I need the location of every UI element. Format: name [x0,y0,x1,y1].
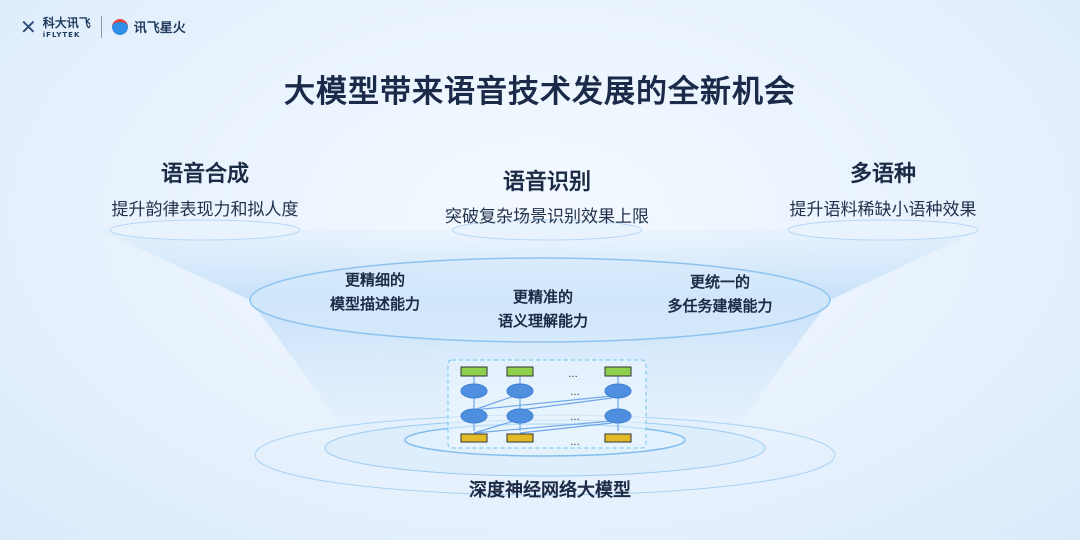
input-node [604,433,632,443]
capability-modeling: 更精细的 模型描述能力 [285,268,465,316]
capability-line1: 更统一的 [689,273,750,291]
output-node [460,366,488,377]
iflytek-logo-icon: ✕ [20,14,37,39]
hidden-node [506,383,534,399]
page-title: 大模型带来语音技术发展的全新机会 [284,74,796,110]
item-heading-tts: 语音合成 [160,162,249,187]
capability-semantic: 更精准的 语义理解能力 [453,285,633,333]
diagram-caption: 深度神经网络大模型 [469,480,631,501]
capability-multitask: 更统一的 多任务建模能力 [630,270,810,318]
ellipsis: ... [570,387,580,398]
item-heading-asr: 语音识别 [502,170,591,195]
output-node [604,366,632,377]
hidden-node [604,383,632,399]
item-subtitle-multilingual: 提升语料稀缺小语种效果 [789,200,977,220]
capability-line2: 语义理解能力 [497,312,588,330]
input-node [460,433,488,443]
hidden-nodes [460,383,632,424]
item-heading-multilingual: 多语种 [849,162,916,187]
ellipsis: ... [570,412,580,423]
hidden-node [604,408,632,424]
hidden-node [460,408,488,424]
product-name: 讯飞星火 [133,21,186,36]
capability-line2: 多任务建模能力 [667,297,773,315]
item-subtitle-asr: 突破复杂场景识别效果上限 [445,207,649,227]
input-node [506,433,534,443]
capability-line1: 更精细的 [344,271,405,289]
ellipsis: ... [568,369,578,380]
logo-divider [100,15,102,38]
hidden-node [460,383,488,399]
capability-line2: 模型描述能力 [329,295,420,313]
ellipsis: ... [570,437,580,448]
item-subtitle-tts: 提升韵律表现力和拟人度 [111,200,299,220]
output-node [506,366,534,377]
hidden-node [506,408,534,424]
spark-logo-icon [111,18,128,35]
capability-line1: 更精准的 [512,288,573,306]
output-nodes [460,366,632,377]
input-nodes [460,433,632,443]
network-connections [473,376,619,434]
